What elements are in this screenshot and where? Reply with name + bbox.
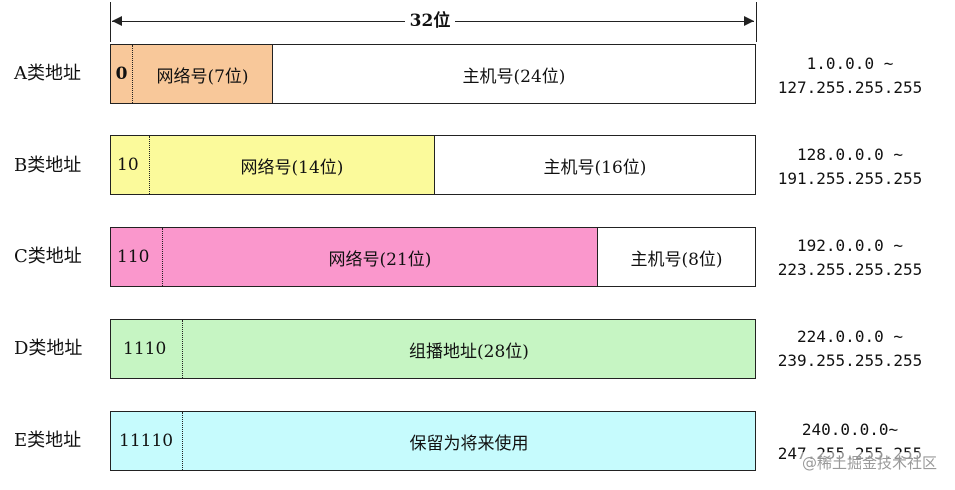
class-d-label: D类地址 — [14, 338, 83, 359]
class-a-label: A类地址 — [14, 63, 81, 84]
class-b-range-end: 191.255.255.255 — [777, 169, 923, 188]
class-d-prefix: 1110 — [111, 320, 183, 378]
class-a-network: 网络号(7位) — [133, 45, 273, 103]
class-c-bar: 110 网络号(21位) 主机号(8位) — [110, 227, 756, 287]
width-right-tick — [756, 2, 757, 42]
class-c-host: 主机号(8位) — [598, 228, 755, 286]
arrow-right-icon — [744, 16, 754, 26]
class-b-network: 网络号(14位) — [150, 136, 435, 194]
class-d-body: 组播地址(28位) — [183, 320, 755, 378]
class-a-bar: 0 网络号(7位) 主机号(24位) — [110, 44, 756, 104]
class-b-range-start: 128.0.0.0 ~ — [797, 145, 903, 164]
class-c-prefix: 110 — [111, 228, 163, 286]
width-label: 32位 — [405, 10, 455, 32]
class-a-host: 主机号(24位) — [273, 45, 755, 103]
class-a-range: 1.0.0.0 ~ 127.255.255.255 — [764, 52, 936, 100]
class-d-range-start: 224.0.0.0 ~ — [797, 327, 903, 346]
class-e-range-start: 240.0.0.0~ — [801, 420, 899, 439]
class-c-range-end: 223.255.255.255 — [777, 260, 923, 279]
class-e-label: E类地址 — [14, 430, 82, 451]
class-c-range-start: 192.0.0.0 ~ — [797, 236, 903, 255]
arrow-left-icon — [112, 16, 122, 26]
class-b-host: 主机号(16位) — [435, 136, 755, 194]
class-a-range-start: 1.0.0.0 ~ — [806, 54, 894, 73]
class-d-bar: 1110 组播地址(28位) — [110, 319, 756, 379]
class-d-range-end: 239.255.255.255 — [777, 351, 923, 370]
class-e-body: 保留为将来使用 — [183, 412, 755, 470]
class-a-range-end: 127.255.255.255 — [777, 78, 923, 97]
class-b-label: B类地址 — [14, 155, 82, 176]
width-left-tick — [110, 2, 111, 42]
class-c-network: 网络号(21位) — [163, 228, 598, 286]
class-e-bar: 11110 保留为将来使用 — [110, 411, 756, 471]
class-b-range: 128.0.0.0 ~ 191.255.255.255 — [764, 143, 936, 191]
class-b-prefix: 10 — [111, 136, 150, 194]
class-d-range: 224.0.0.0 ~ 239.255.255.255 — [764, 325, 936, 373]
class-c-label: C类地址 — [14, 246, 82, 267]
class-b-bar: 10 网络号(14位) 主机号(16位) — [110, 135, 756, 195]
class-e-prefix: 11110 — [111, 412, 183, 470]
class-c-range: 192.0.0.0 ~ 223.255.255.255 — [764, 234, 936, 282]
class-a-prefix: 0 — [111, 45, 133, 103]
watermark: @稀土掘金技术社区 — [799, 452, 939, 473]
